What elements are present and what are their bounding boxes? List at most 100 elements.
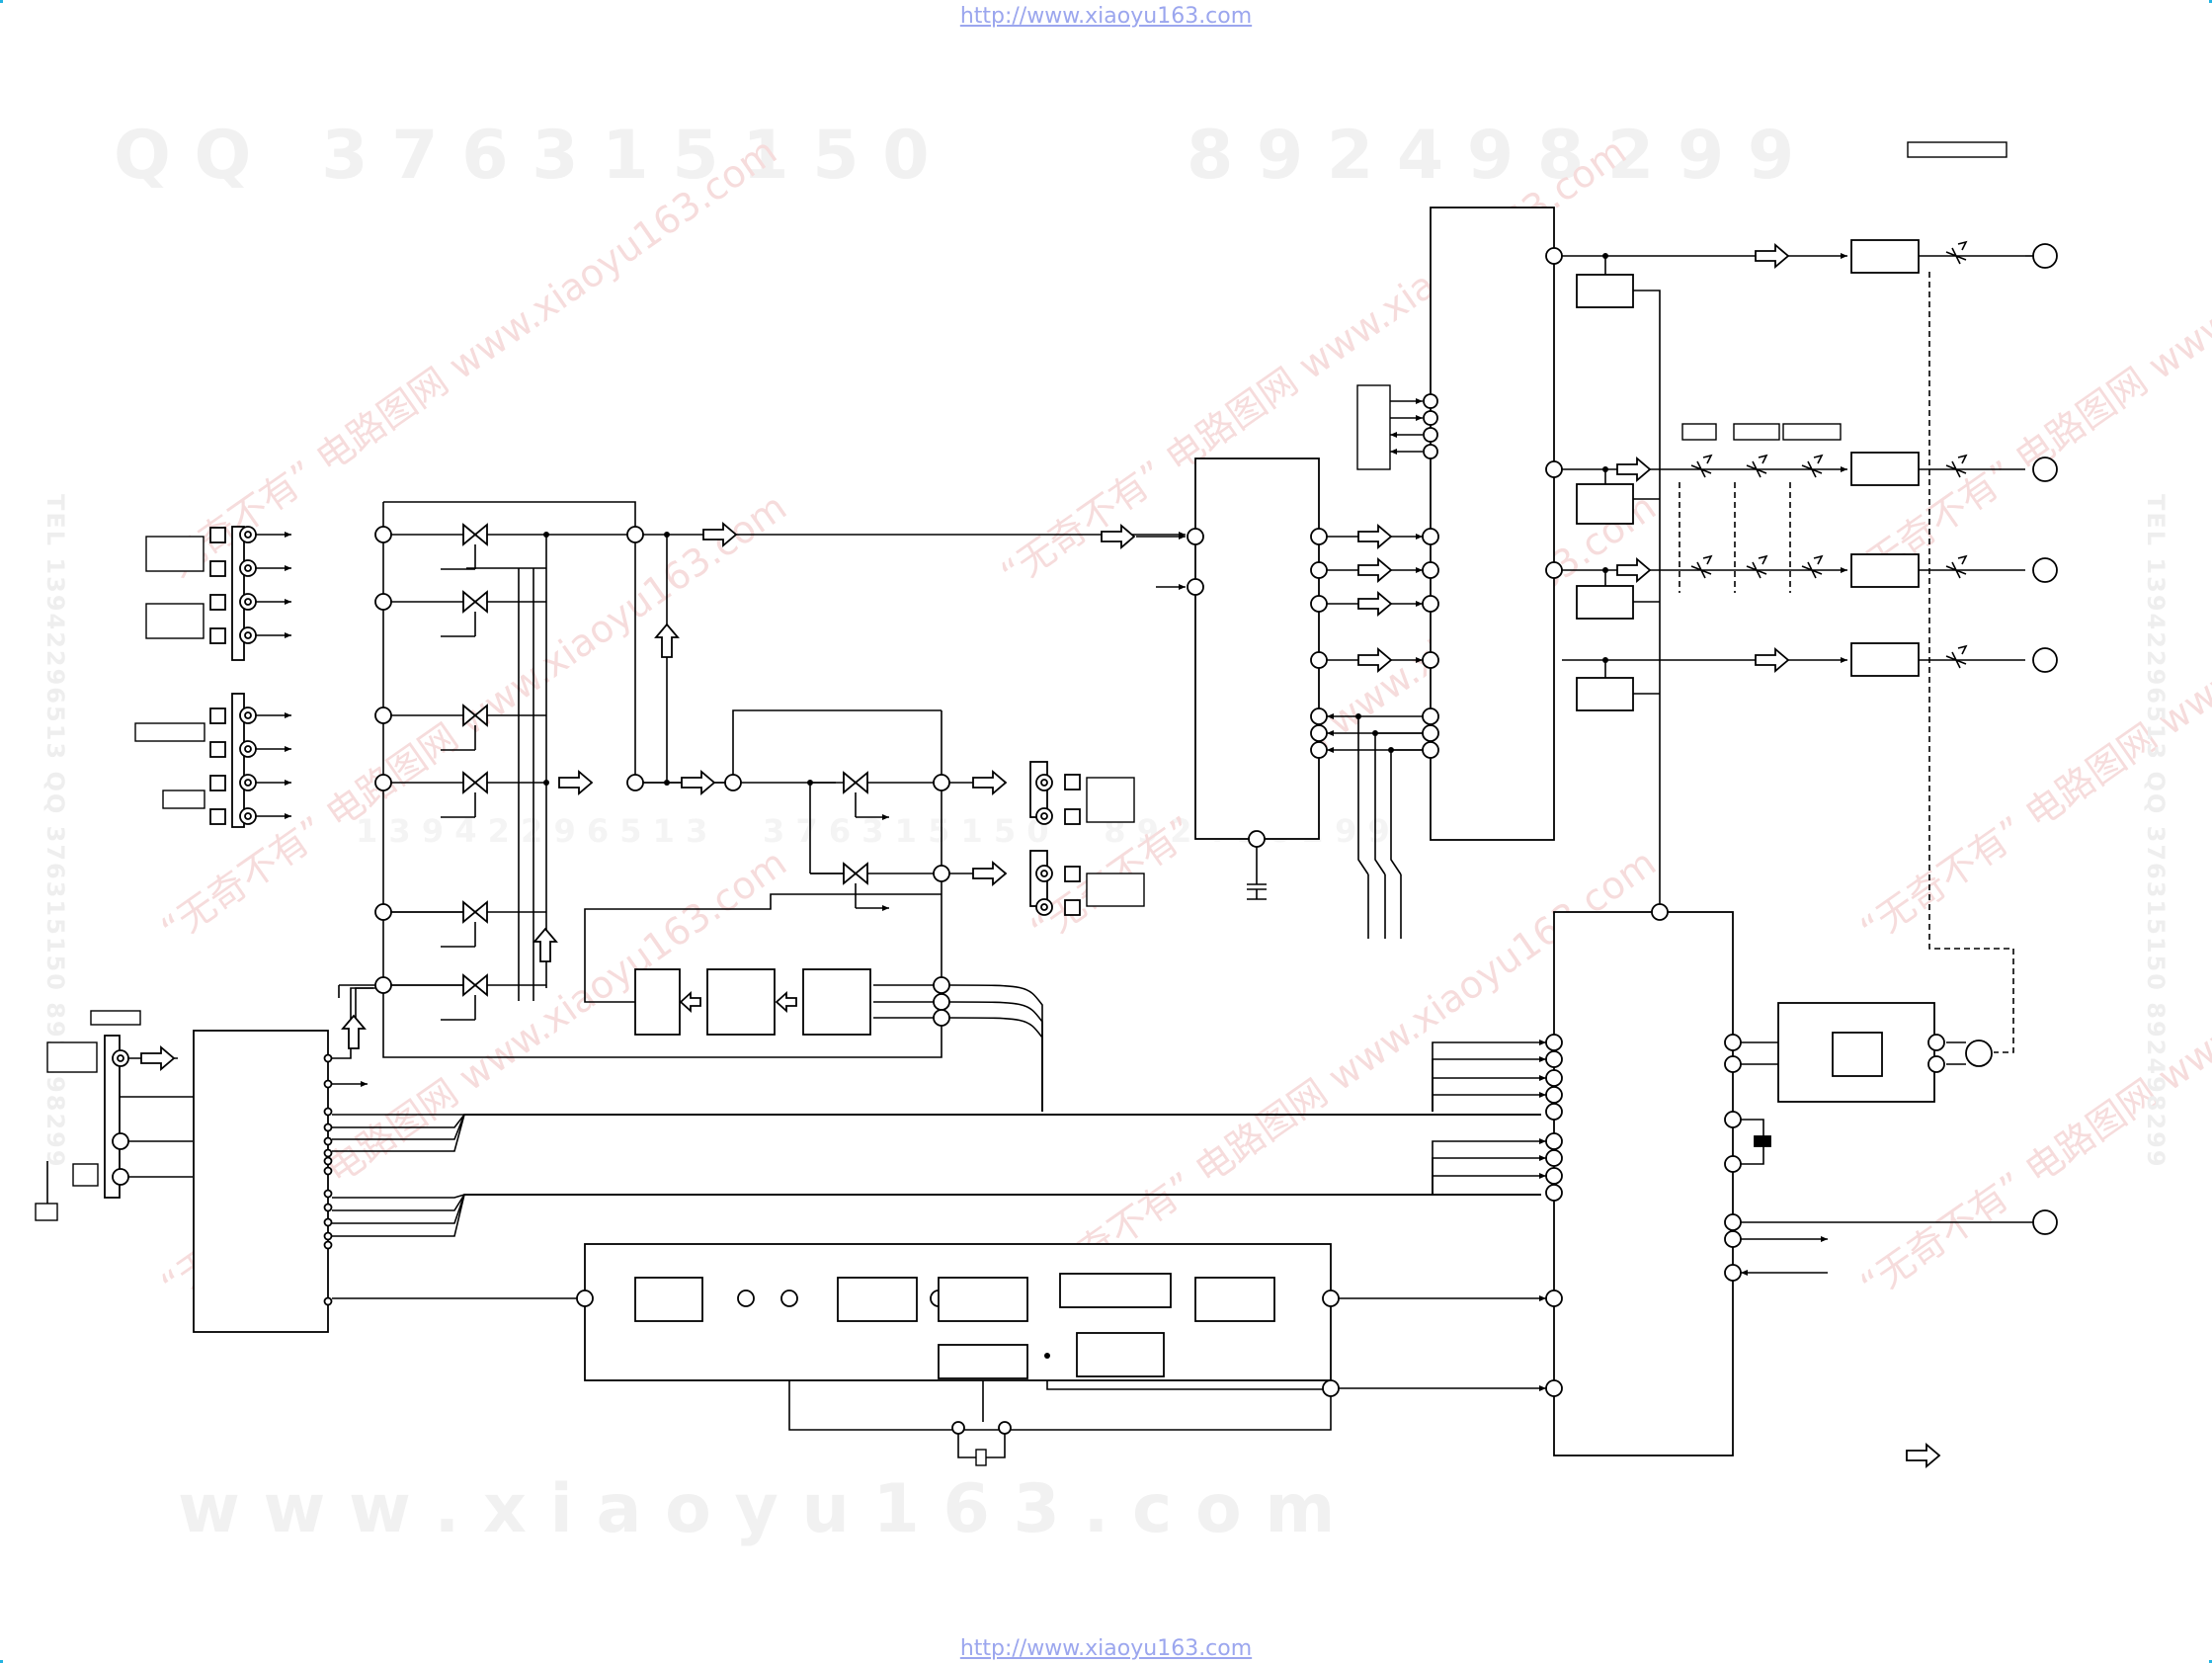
signal-arrow-icon xyxy=(1357,557,1393,583)
pin-circle xyxy=(323,1148,333,1158)
pin-circle xyxy=(1423,393,1438,409)
pin-circle xyxy=(933,993,950,1011)
ic-block xyxy=(104,1035,121,1199)
volume-control-icon xyxy=(1945,454,1968,478)
signal-arrow-icon xyxy=(1357,591,1393,617)
pin-circle xyxy=(780,1289,798,1307)
ic-block xyxy=(634,1277,703,1322)
pin-circle xyxy=(1310,707,1328,725)
terminal-square xyxy=(1064,899,1081,916)
pin-circle xyxy=(374,593,392,611)
pin-circle xyxy=(1545,1034,1563,1051)
signal-arrow-icon xyxy=(1357,647,1393,673)
junction-dot xyxy=(1602,567,1608,573)
signal-arrow-icon xyxy=(1616,557,1652,583)
pin-circle xyxy=(933,976,950,994)
terminal-square xyxy=(209,594,226,611)
ic-block xyxy=(1850,553,1920,588)
pin-circle xyxy=(1322,1379,1340,1397)
ic-block xyxy=(1086,777,1135,823)
volume-control-icon xyxy=(1746,454,1768,478)
junction-dot xyxy=(664,532,670,538)
ic-block xyxy=(90,1010,141,1026)
wire xyxy=(1928,272,2014,1053)
watermark-qq-line: Q Q 3 7 6 3 1 5 1 5 0 8 9 2 4 9 8 2 9 9 xyxy=(114,117,1795,195)
pin-circle xyxy=(1724,1213,1742,1231)
jack-icon xyxy=(244,711,252,719)
wire xyxy=(1946,1041,1966,1065)
analog-switch-icon xyxy=(843,771,868,794)
wire xyxy=(1432,1092,1546,1112)
junction-dot xyxy=(1602,253,1608,259)
pin-circle xyxy=(1545,1167,1563,1185)
volume-control-icon xyxy=(1945,554,1968,579)
terminal-square xyxy=(209,560,226,577)
footer-url-link[interactable]: http://www.xiaoyu163.com xyxy=(959,1636,1253,1661)
pin-circle xyxy=(1545,1069,1563,1087)
junction-dot xyxy=(1372,730,1378,736)
analog-switch-icon xyxy=(462,523,488,546)
junction-dot xyxy=(664,780,670,786)
pin-circle xyxy=(112,1132,129,1150)
pin-circle xyxy=(1651,903,1669,921)
jack-icon xyxy=(244,531,252,539)
pin-circle xyxy=(1310,561,1328,579)
analog-switch-icon xyxy=(462,973,488,997)
volume-control-icon xyxy=(1945,240,1968,265)
pin-circle xyxy=(737,1289,755,1307)
ic-block xyxy=(706,968,776,1036)
corner-mark-tr xyxy=(2209,0,2212,3)
signal-arrow-icon xyxy=(775,990,797,1014)
ic-block xyxy=(1907,141,2007,158)
wire xyxy=(338,985,383,1030)
ic-block xyxy=(1430,207,1555,841)
capacitor-icon xyxy=(1754,1135,1771,1147)
wire xyxy=(332,1114,1541,1140)
wire xyxy=(1432,1173,1546,1195)
pin-circle xyxy=(1545,460,1563,478)
pin-circle xyxy=(933,865,950,882)
pin-circle xyxy=(724,774,742,791)
pin-circle xyxy=(1545,561,1563,579)
pin-circle xyxy=(323,1203,333,1212)
ic-block xyxy=(1553,911,1734,1456)
pin-circle xyxy=(374,526,392,543)
pin-circle xyxy=(1927,1034,1945,1051)
ic-block xyxy=(938,1277,1028,1322)
output-jack-icon xyxy=(2032,1209,2058,1235)
watermark-www-line: w w w . x i a o y u 1 6 3 . c o m xyxy=(178,1470,1336,1548)
wire xyxy=(332,1114,1541,1128)
analog-switch-icon xyxy=(462,590,488,614)
junction-dot xyxy=(1355,713,1361,719)
corner-mark-br xyxy=(2209,1660,2212,1663)
ic-block xyxy=(1086,873,1145,907)
volume-control-icon xyxy=(1746,554,1768,579)
pin-circle xyxy=(951,1421,965,1435)
pin-circle xyxy=(1545,1184,1563,1202)
ic-block xyxy=(134,722,205,742)
wire xyxy=(948,1001,1043,1112)
pin-circle xyxy=(1422,741,1439,759)
pin-circle xyxy=(1422,707,1439,725)
terminal-square xyxy=(1064,808,1081,825)
junction-dot xyxy=(1044,1353,1050,1359)
ic-block xyxy=(1733,423,1780,441)
signal-arrow-icon xyxy=(681,770,716,795)
ic-block xyxy=(145,603,205,639)
pin-circle xyxy=(1422,651,1439,669)
ic-block xyxy=(1850,642,1920,677)
wire xyxy=(1633,290,1661,912)
header-url-link[interactable]: http://www.xiaoyu163.com xyxy=(959,4,1253,29)
volume-control-icon xyxy=(1690,554,1713,579)
jack-icon xyxy=(244,564,252,572)
corner-mark-bl xyxy=(0,1660,3,1663)
analog-switch-icon xyxy=(462,704,488,727)
volume-control-icon xyxy=(1945,644,1968,669)
pin-circle xyxy=(1248,830,1266,848)
jack-icon xyxy=(1040,870,1048,877)
wire xyxy=(1247,883,1267,900)
pin-circle xyxy=(323,1166,333,1176)
analog-switch-icon xyxy=(462,900,488,924)
